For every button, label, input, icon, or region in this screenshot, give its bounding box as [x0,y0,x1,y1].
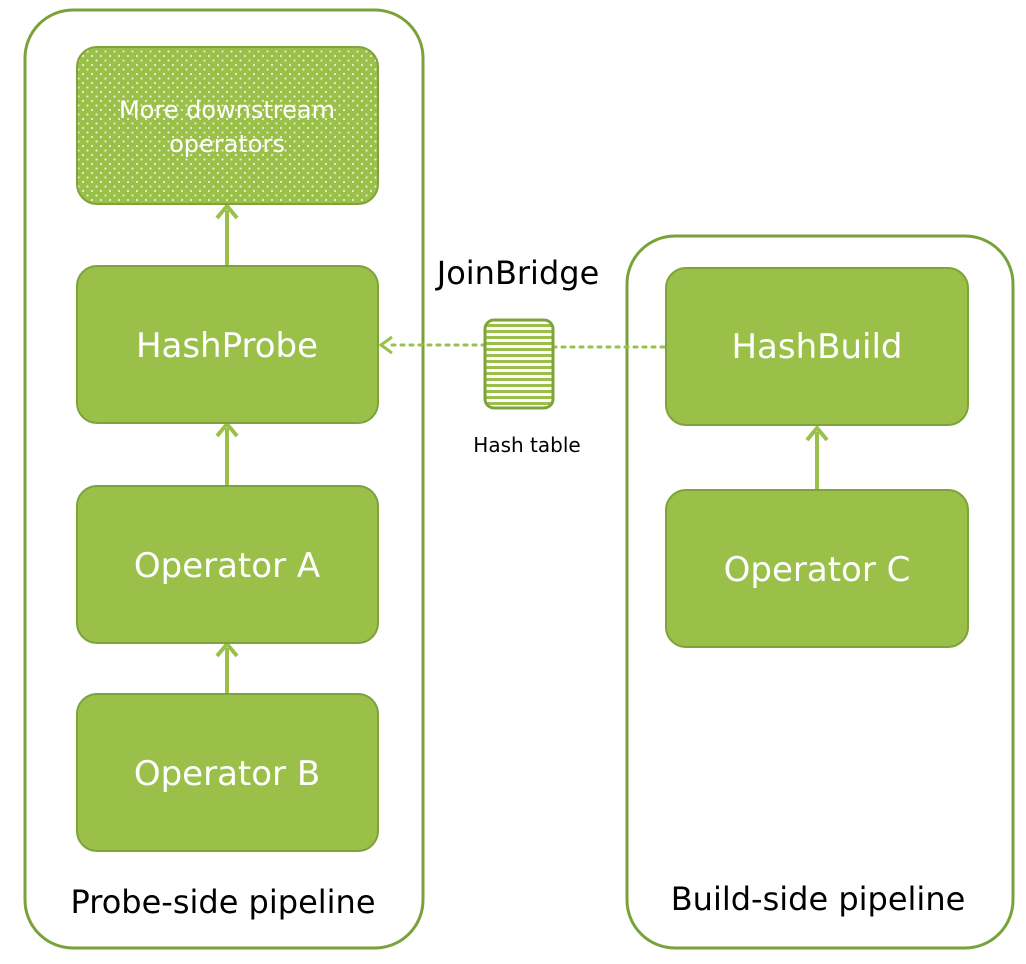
probe-pipeline-label: Probe-side pipeline [71,883,376,921]
arrow-hashprobe-to-downstream [215,202,239,266]
operator-c-box [665,489,969,648]
hashprobe-box [76,265,379,424]
hash-table-label: Hash table [473,433,580,457]
operator-a-box [76,485,379,644]
downstream-operators-label-line1: More downstream [119,96,335,124]
operator-b-label: Operator B [134,754,320,794]
operator-a-label: Operator A [134,546,320,586]
arrow-operator-c-to-hashbuild [805,424,829,490]
hashprobe-label: HashProbe [136,326,318,366]
build-pipeline-label: Build-side pipeline [671,880,966,918]
downstream-operators-box [76,46,379,205]
hashbuild-label: HashBuild [731,327,902,367]
hashbuild-box [665,267,969,426]
dotted-arrow-hashbuild-to-hashprobe [378,335,666,355]
operator-c-label: Operator C [724,550,911,590]
operator-b-box [76,693,379,852]
downstream-operators-label-line2: operators [169,130,285,158]
hash-table-icon [483,318,555,410]
joinbridge-title: JoinBridge [435,254,600,292]
